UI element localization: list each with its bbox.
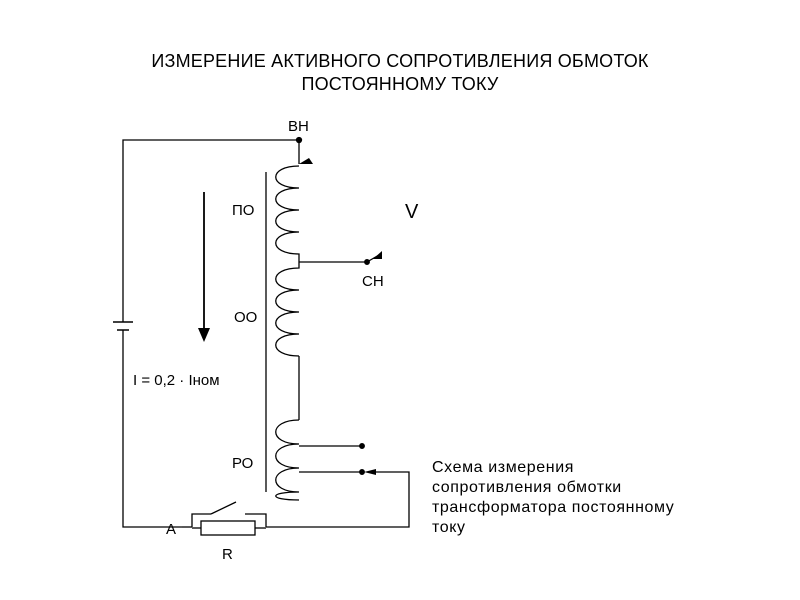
return-wire xyxy=(266,471,410,528)
caption-line-3: трансформатора постоянному xyxy=(432,499,675,516)
sn-contact-arrow xyxy=(373,251,382,259)
caption-line-4: току xyxy=(432,519,466,536)
ro-tap-lower-terminal xyxy=(359,469,365,475)
label-r: R xyxy=(222,546,233,563)
resistor-r xyxy=(200,520,256,536)
vn-contact-arrow xyxy=(299,158,313,164)
label-a: A xyxy=(166,521,177,538)
label-sn: СН xyxy=(362,273,384,290)
ro-contact-arrow xyxy=(364,469,376,475)
bypass-switch-right xyxy=(245,513,267,527)
label-oo: ОО xyxy=(234,309,258,326)
bypass-switch-blade xyxy=(210,501,237,515)
coil-ro xyxy=(275,419,300,501)
page-title: ИЗМЕРЕНИЕ АКТИВНОГО СОПРОТИВЛЕНИЯ ОБМОТО… xyxy=(0,50,800,96)
supply-wire-left xyxy=(122,330,182,528)
diagram-caption: Схема измерения сопротивления обмотки тр… xyxy=(432,458,674,538)
title-line-2: ПОСТОЯННОМУ ТОКУ xyxy=(301,74,499,94)
label-v: V xyxy=(405,201,419,223)
coil-po xyxy=(275,165,300,262)
caption-line-2: сопротивления обмотки xyxy=(432,479,622,496)
bypass-switch-left xyxy=(191,513,211,527)
title-line-1: ИЗМЕРЕНИЕ АКТИВНОГО СОПРОТИВЛЕНИЯ ОБМОТО… xyxy=(151,51,649,71)
current-arrow-head xyxy=(198,328,210,342)
label-po: ПО xyxy=(232,202,255,219)
label-current: I = 0,2 · Iном xyxy=(133,372,220,389)
coil-oo xyxy=(275,262,300,357)
supply-wire-top xyxy=(122,139,299,322)
label-vn: ВН xyxy=(288,118,309,135)
ro-tap-upper-terminal xyxy=(359,443,365,449)
label-ro: РО xyxy=(232,455,254,472)
caption-line-1: Схема измерения xyxy=(432,459,575,476)
